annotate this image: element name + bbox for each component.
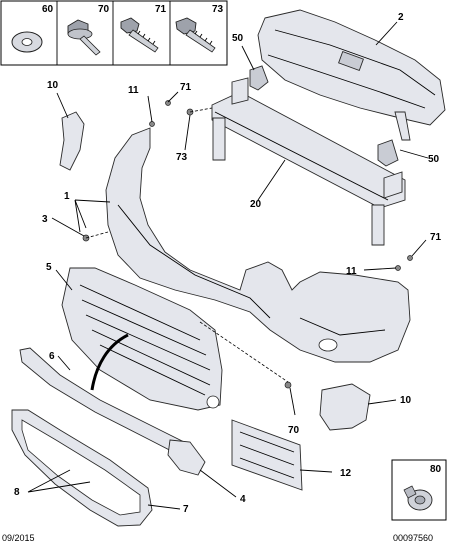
washer-icon — [11, 31, 43, 53]
lower-insert-part — [167, 439, 206, 476]
callout-73: 73 — [176, 152, 188, 163]
self-tapping-screw-icon — [175, 17, 216, 53]
callout-71-right: 71 — [430, 232, 442, 243]
leader-lines — [27, 21, 429, 510]
impact-beam-part — [211, 77, 406, 246]
callout-50-top: 50 — [232, 33, 244, 44]
push-clip-icon — [403, 485, 433, 511]
callout-2: 2 — [398, 12, 404, 23]
callout-7: 7 — [183, 504, 189, 515]
screw-70 — [284, 381, 292, 389]
grille-part — [61, 267, 223, 411]
callout-11-right: 11 — [346, 266, 357, 277]
screw-icon — [120, 17, 159, 53]
hardware-label-60: 60 — [42, 4, 54, 15]
callouts: 2 50 10 11 71 73 50 1 20 3 71 5 11 6 10 … — [14, 12, 442, 515]
callout-20: 20 — [250, 199, 262, 210]
bumper-cover-part — [105, 127, 411, 363]
flange-screw-icon — [67, 19, 101, 56]
callout-6: 6 — [49, 351, 55, 362]
callout-50-right: 50 — [428, 154, 440, 165]
callout-1: 1 — [64, 191, 70, 202]
grille-insert-link — [90, 333, 129, 391]
screw-71-right — [407, 255, 413, 261]
footer-ref: 00097560 — [393, 533, 433, 543]
assembly-line-3 — [85, 231, 109, 239]
hardware-box: 60 70 71 73 — [0, 0, 228, 66]
callout-12: 12 — [340, 468, 352, 479]
assembly-line-73 — [189, 107, 213, 113]
assembly-line-70 — [199, 321, 289, 383]
plate-holder-part — [231, 419, 303, 491]
bracket-lower — [377, 139, 399, 167]
clip-11-top — [149, 121, 155, 127]
hardware-label-70: 70 — [98, 4, 110, 15]
hardware-label-71: 71 — [155, 4, 167, 15]
callout-3: 3 — [42, 214, 48, 225]
callout-10-left: 10 — [47, 80, 59, 91]
footer-date: 09/2015 — [2, 533, 35, 543]
side-bracket-left — [59, 111, 85, 171]
clip-11-right — [395, 265, 401, 271]
callout-4: 4 — [240, 494, 246, 505]
callout-11-top: 11 — [128, 85, 139, 96]
callout-71-top: 71 — [180, 82, 192, 93]
callout-5: 5 — [46, 262, 52, 273]
inset-box: 80 — [391, 459, 447, 521]
lower-trim-frame-part — [11, 409, 153, 527]
callout-70: 70 — [288, 425, 300, 436]
inset-label-80: 80 — [430, 464, 442, 475]
bracket-upper — [249, 65, 269, 91]
callout-10-right: 10 — [400, 395, 412, 406]
screw-71-top — [165, 100, 171, 106]
upper-shield-part — [257, 9, 446, 141]
callout-8: 8 — [14, 487, 20, 498]
hardware-label-73: 73 — [212, 4, 224, 15]
side-bracket-right — [319, 383, 371, 431]
